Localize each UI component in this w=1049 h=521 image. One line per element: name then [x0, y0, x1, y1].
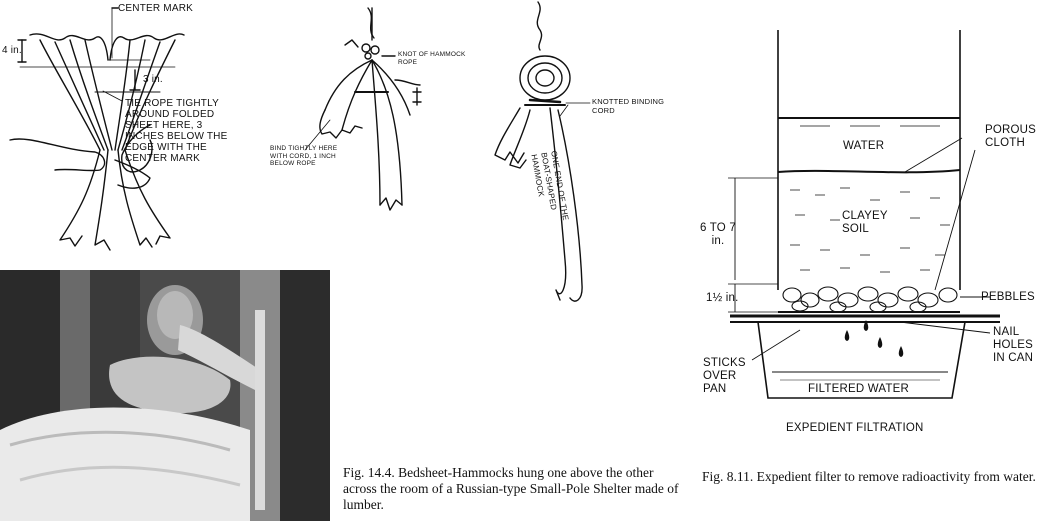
label-knotted-binding-cord: KNOTTED BINDING CORD: [592, 97, 665, 115]
label-one-half-in: 1½ in.: [706, 292, 739, 304]
label-clayey-soil: CLAYEY SOIL: [842, 210, 888, 235]
caption-fig-8-11: Fig. 8.11. Expedient filter to remove ra…: [702, 469, 1036, 484]
label-pebbles: PEBBLES: [981, 291, 1035, 303]
label-knot-hammock-rope: KNOT OF HAMMOCK ROPE: [398, 51, 466, 66]
label-water: WATER: [843, 140, 885, 152]
hammock-illustrations: [9, 1, 591, 302]
label-bind-tightly: BIND TIGHTLY HERE WITH CORD, 1 INCH BELO…: [270, 145, 338, 167]
shelter-photo: [0, 270, 330, 521]
label-porous-cloth: POROUS CLOTH: [985, 124, 1037, 149]
folded-sheet-drawing: [9, 7, 185, 251]
label-tie-rope: TIE ROPE TIGHTLY AROUND FOLDED SHEET HER…: [125, 98, 228, 164]
label-expedient-filtration: EXPEDIENT FILTRATION: [786, 422, 924, 434]
label-center-mark: CENTER MARK: [118, 3, 193, 14]
caption-fig-14-4: Fig. 14.4. Bedsheet-Hammocks hung one ab…: [343, 465, 679, 512]
bound-hammock-drawing: [304, 7, 422, 211]
label-six-to-seven-in: 6 TO 7 in.: [700, 222, 736, 247]
label-three-in: 3 in.: [143, 74, 163, 85]
label-four-in: 4 in.: [2, 45, 22, 56]
label-nail-holes: NAIL HOLES IN CAN: [993, 326, 1034, 364]
label-filtered-water: FILTERED WATER: [808, 383, 909, 395]
label-sticks-over-pan: STICKS OVER PAN: [703, 357, 746, 395]
knotted-binding-drawing: [494, 1, 591, 302]
